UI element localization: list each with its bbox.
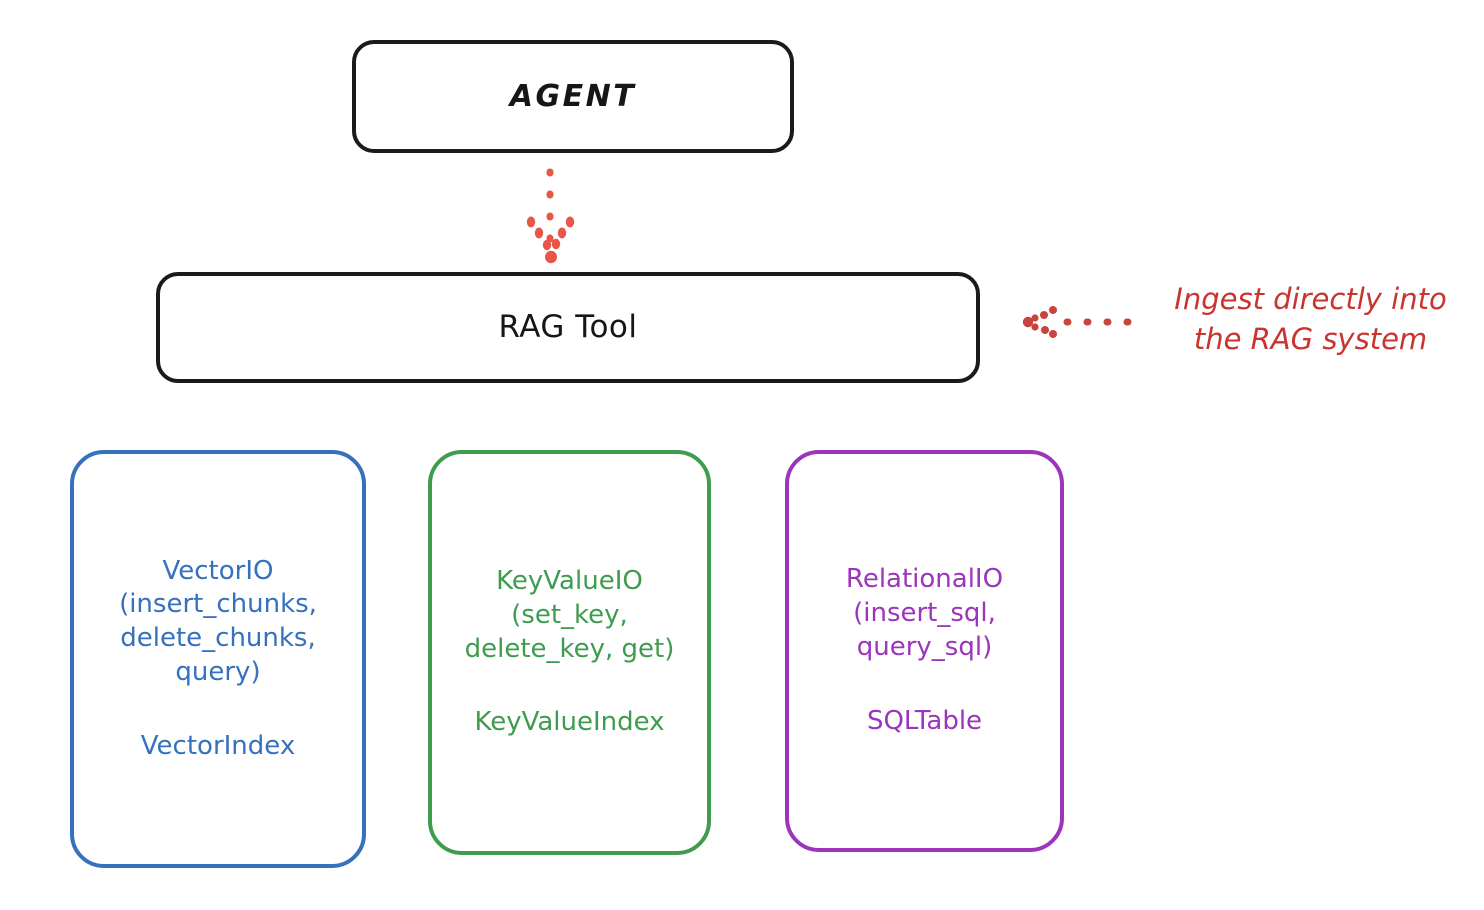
arrow-ingest-head	[1022, 306, 1057, 338]
node-agent-label: AGENT	[509, 78, 637, 114]
keyvalue-api-line-1: KeyValueIO	[496, 565, 643, 596]
vector-api-line-3: delete_chunks,	[120, 623, 316, 654]
vector-api-line-4: query)	[175, 656, 261, 687]
vector-index-label: VectorIndex	[140, 730, 296, 761]
relational-index-label: SQLTable	[866, 705, 983, 736]
annotation-ingest-note: Ingest directly into the RAG system	[1143, 279, 1478, 359]
arrow-ingest-note-to-rag-tool	[1022, 306, 1132, 338]
vector-api-line-1: VectorIO	[162, 555, 274, 586]
keyvalue-index-label: KeyValueIndex	[474, 707, 665, 738]
relational-api-line-1: RelationalIO	[845, 564, 1004, 595]
relational-api-line-2: (insert_sql,	[853, 598, 996, 629]
arrow-agent-to-rag-tool	[526, 168, 575, 264]
keyvalue-api-line-3: delete_key, get)	[464, 633, 675, 664]
relational-api-line-3: query_sql)	[856, 632, 993, 662]
node-agent[interactable]: AGENT	[352, 40, 794, 153]
node-vector-store[interactable]: VectorIO (insert_chunks, delete_chunks, …	[70, 450, 366, 868]
keyvalue-api-line-2: (set_key,	[511, 599, 628, 630]
node-rag-tool[interactable]: RAG Tool	[156, 272, 980, 383]
node-keyvalue-store[interactable]: KeyValueIO (set_key, delete_key, get) Ke…	[428, 450, 711, 855]
arrow-agent-to-rag-tool-head	[526, 216, 575, 264]
annotation-ingest-line-1: Ingest directly into	[1174, 282, 1447, 316]
node-relational-store[interactable]: RelationalIO (insert_sql, query_sql) SQL…	[785, 450, 1064, 852]
node-rag-tool-label: RAG Tool	[498, 308, 638, 345]
annotation-ingest-line-2: the RAG system	[1193, 322, 1428, 357]
vector-api-line-2: (insert_chunks,	[119, 589, 317, 620]
